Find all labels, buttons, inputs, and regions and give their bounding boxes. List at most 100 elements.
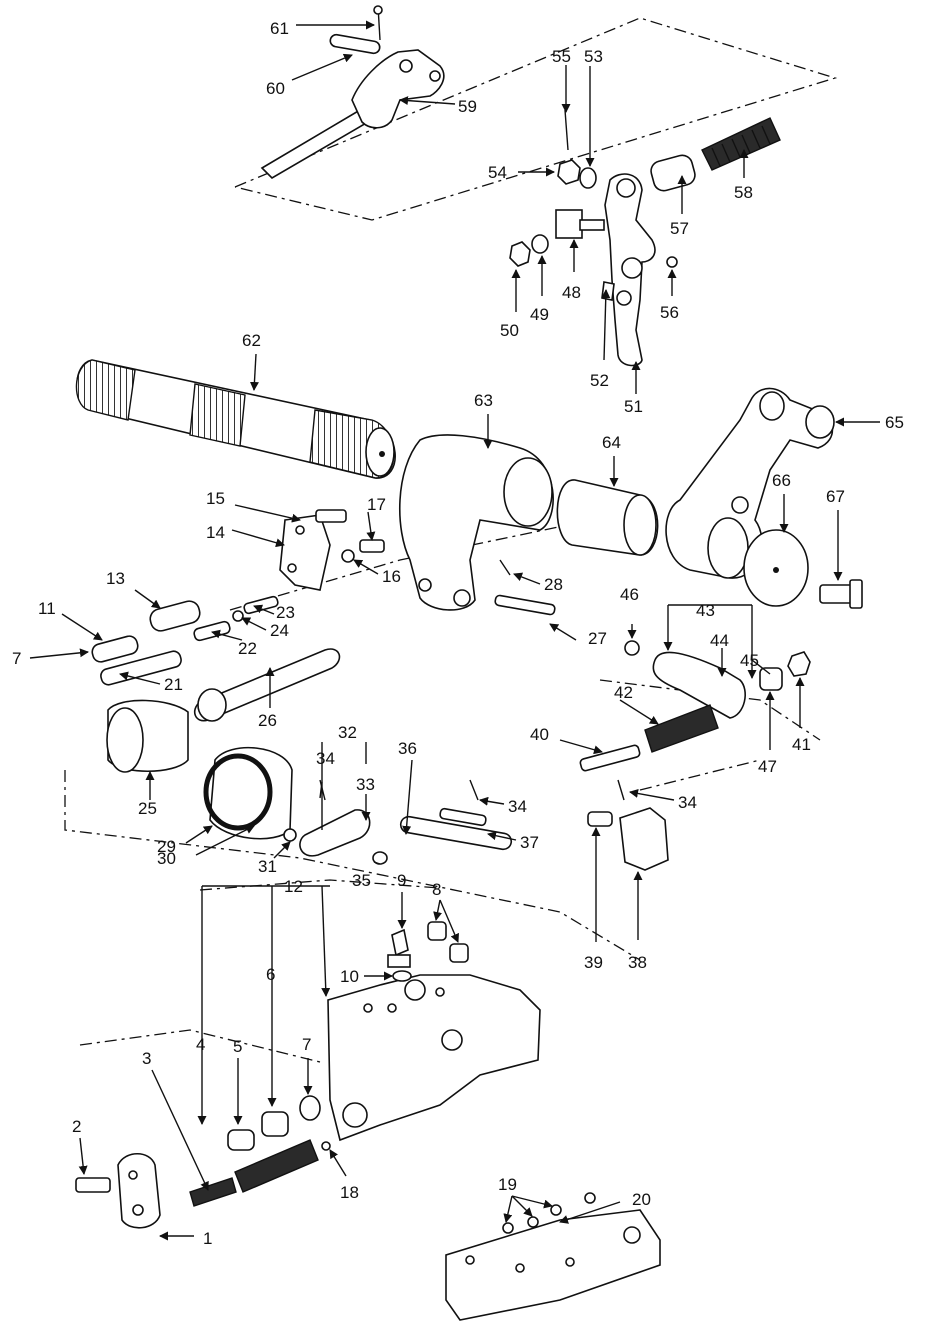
housing-bolt-hole-3 bbox=[435, 987, 445, 997]
callout-9: 9 bbox=[397, 871, 406, 890]
callout-5: 5 bbox=[233, 1037, 242, 1056]
bracket-38 bbox=[619, 807, 669, 871]
pin-22 bbox=[193, 620, 231, 642]
callout-30: 30 bbox=[157, 849, 176, 868]
callout-62: 62 bbox=[242, 331, 261, 350]
cotter-pin-head-61 bbox=[373, 5, 383, 15]
callout-50: 50 bbox=[500, 321, 519, 340]
plate-port bbox=[623, 1226, 641, 1244]
o-ring-19b bbox=[527, 1216, 539, 1228]
plate-20 bbox=[445, 1209, 661, 1321]
callout-44: 44 bbox=[710, 631, 729, 650]
plate-hole bbox=[295, 525, 305, 535]
callout-16: 16 bbox=[382, 567, 401, 586]
callout-47: 47 bbox=[758, 757, 777, 776]
callout-19: 19 bbox=[498, 1175, 517, 1194]
bushing-57 bbox=[650, 154, 696, 192]
callout-33: 33 bbox=[356, 775, 375, 794]
cylinder-29 bbox=[209, 746, 293, 840]
shaft-center bbox=[379, 451, 385, 457]
plate-hole-3 bbox=[565, 1257, 575, 1267]
block-48 bbox=[555, 209, 583, 239]
callout-4: 4 bbox=[196, 1035, 205, 1054]
callout-56: 56 bbox=[660, 303, 679, 322]
spool-5 bbox=[227, 1129, 255, 1151]
nut-50 bbox=[509, 241, 531, 267]
callout-25: 25 bbox=[138, 799, 157, 818]
linkage-group bbox=[509, 109, 781, 367]
callout-34b: 34 bbox=[508, 797, 527, 816]
callout-32: 32 bbox=[338, 723, 357, 742]
callout-59: 59 bbox=[458, 97, 477, 116]
control-lever-59 bbox=[351, 49, 445, 129]
callout-67: 67 bbox=[826, 487, 845, 506]
callout-45: 45 bbox=[740, 651, 759, 670]
housing-hole bbox=[453, 589, 471, 607]
callout-53: 53 bbox=[584, 47, 603, 66]
housing-bolt-hole-2 bbox=[387, 1003, 397, 1013]
washer-24 bbox=[232, 610, 244, 622]
housing-port-3 bbox=[342, 1102, 368, 1128]
washer-46 bbox=[624, 640, 640, 656]
rod-26-end bbox=[197, 688, 227, 722]
callout-12: 12 bbox=[284, 877, 303, 896]
cotter-pin-34a bbox=[469, 779, 479, 801]
callout-7b: 7 bbox=[12, 649, 21, 668]
seal-7 bbox=[299, 1095, 321, 1121]
housing-port bbox=[404, 979, 426, 1001]
bolt-67-head bbox=[849, 579, 863, 609]
fitting-11 bbox=[91, 635, 139, 663]
spring-spool-4 bbox=[234, 1139, 319, 1193]
link-arm-eye bbox=[616, 178, 636, 198]
leader-lines bbox=[29, 20, 880, 1241]
callout-18: 18 bbox=[340, 1183, 359, 1202]
callout-46: 46 bbox=[620, 585, 639, 604]
callout-57: 57 bbox=[670, 219, 689, 238]
cotter-pin-55 bbox=[564, 109, 569, 151]
lift-arm-65 bbox=[665, 387, 863, 609]
bushing-face bbox=[623, 494, 657, 556]
link-arm-eye-2 bbox=[621, 257, 643, 279]
callout-41: 41 bbox=[792, 735, 811, 754]
lift-arm-eye-2 bbox=[759, 391, 785, 421]
ball-18 bbox=[321, 1141, 331, 1151]
sleeve-8b bbox=[449, 943, 469, 963]
bolt-39 bbox=[587, 811, 613, 827]
nut-54 bbox=[557, 159, 581, 185]
callout-60: 60 bbox=[266, 79, 285, 98]
spring-42 bbox=[644, 704, 719, 753]
plate-hole bbox=[465, 1255, 475, 1265]
spring-3 bbox=[189, 1177, 237, 1207]
lever-hole bbox=[399, 59, 413, 73]
o-ring-19a bbox=[502, 1222, 514, 1234]
pin-27 bbox=[494, 594, 556, 616]
plate-hole-2 bbox=[515, 1263, 525, 1273]
callout-14: 14 bbox=[206, 523, 225, 542]
cover-hole-2 bbox=[132, 1204, 144, 1216]
o-ring-31 bbox=[283, 828, 297, 842]
housing-bolt-hole bbox=[363, 1003, 373, 1013]
spring-58 bbox=[701, 117, 781, 171]
screw-23 bbox=[243, 595, 279, 615]
callout-63: 63 bbox=[474, 391, 493, 410]
lever-hole-2 bbox=[429, 70, 441, 82]
link-arm-eye-3 bbox=[616, 290, 632, 306]
clevis-pin-60 bbox=[329, 33, 381, 55]
callout-7: 7 bbox=[302, 1035, 311, 1054]
callout-24: 24 bbox=[270, 621, 289, 640]
washer-53 bbox=[579, 167, 597, 189]
cover-1 bbox=[117, 1152, 161, 1229]
callout-1: 1 bbox=[203, 1229, 212, 1248]
link-33 bbox=[299, 809, 371, 857]
callout-10: 10 bbox=[340, 967, 359, 986]
seal-ring-30 bbox=[203, 753, 273, 831]
clip-56 bbox=[666, 256, 678, 268]
callout-20: 20 bbox=[632, 1190, 651, 1209]
callout-26: 26 bbox=[258, 711, 277, 730]
valve-housing-12 bbox=[327, 974, 541, 1142]
cotter-pin-34c bbox=[617, 779, 625, 801]
callout-55: 55 bbox=[552, 47, 571, 66]
callout-39: 39 bbox=[584, 953, 603, 972]
rockshaft-lever-shaft bbox=[260, 108, 370, 180]
